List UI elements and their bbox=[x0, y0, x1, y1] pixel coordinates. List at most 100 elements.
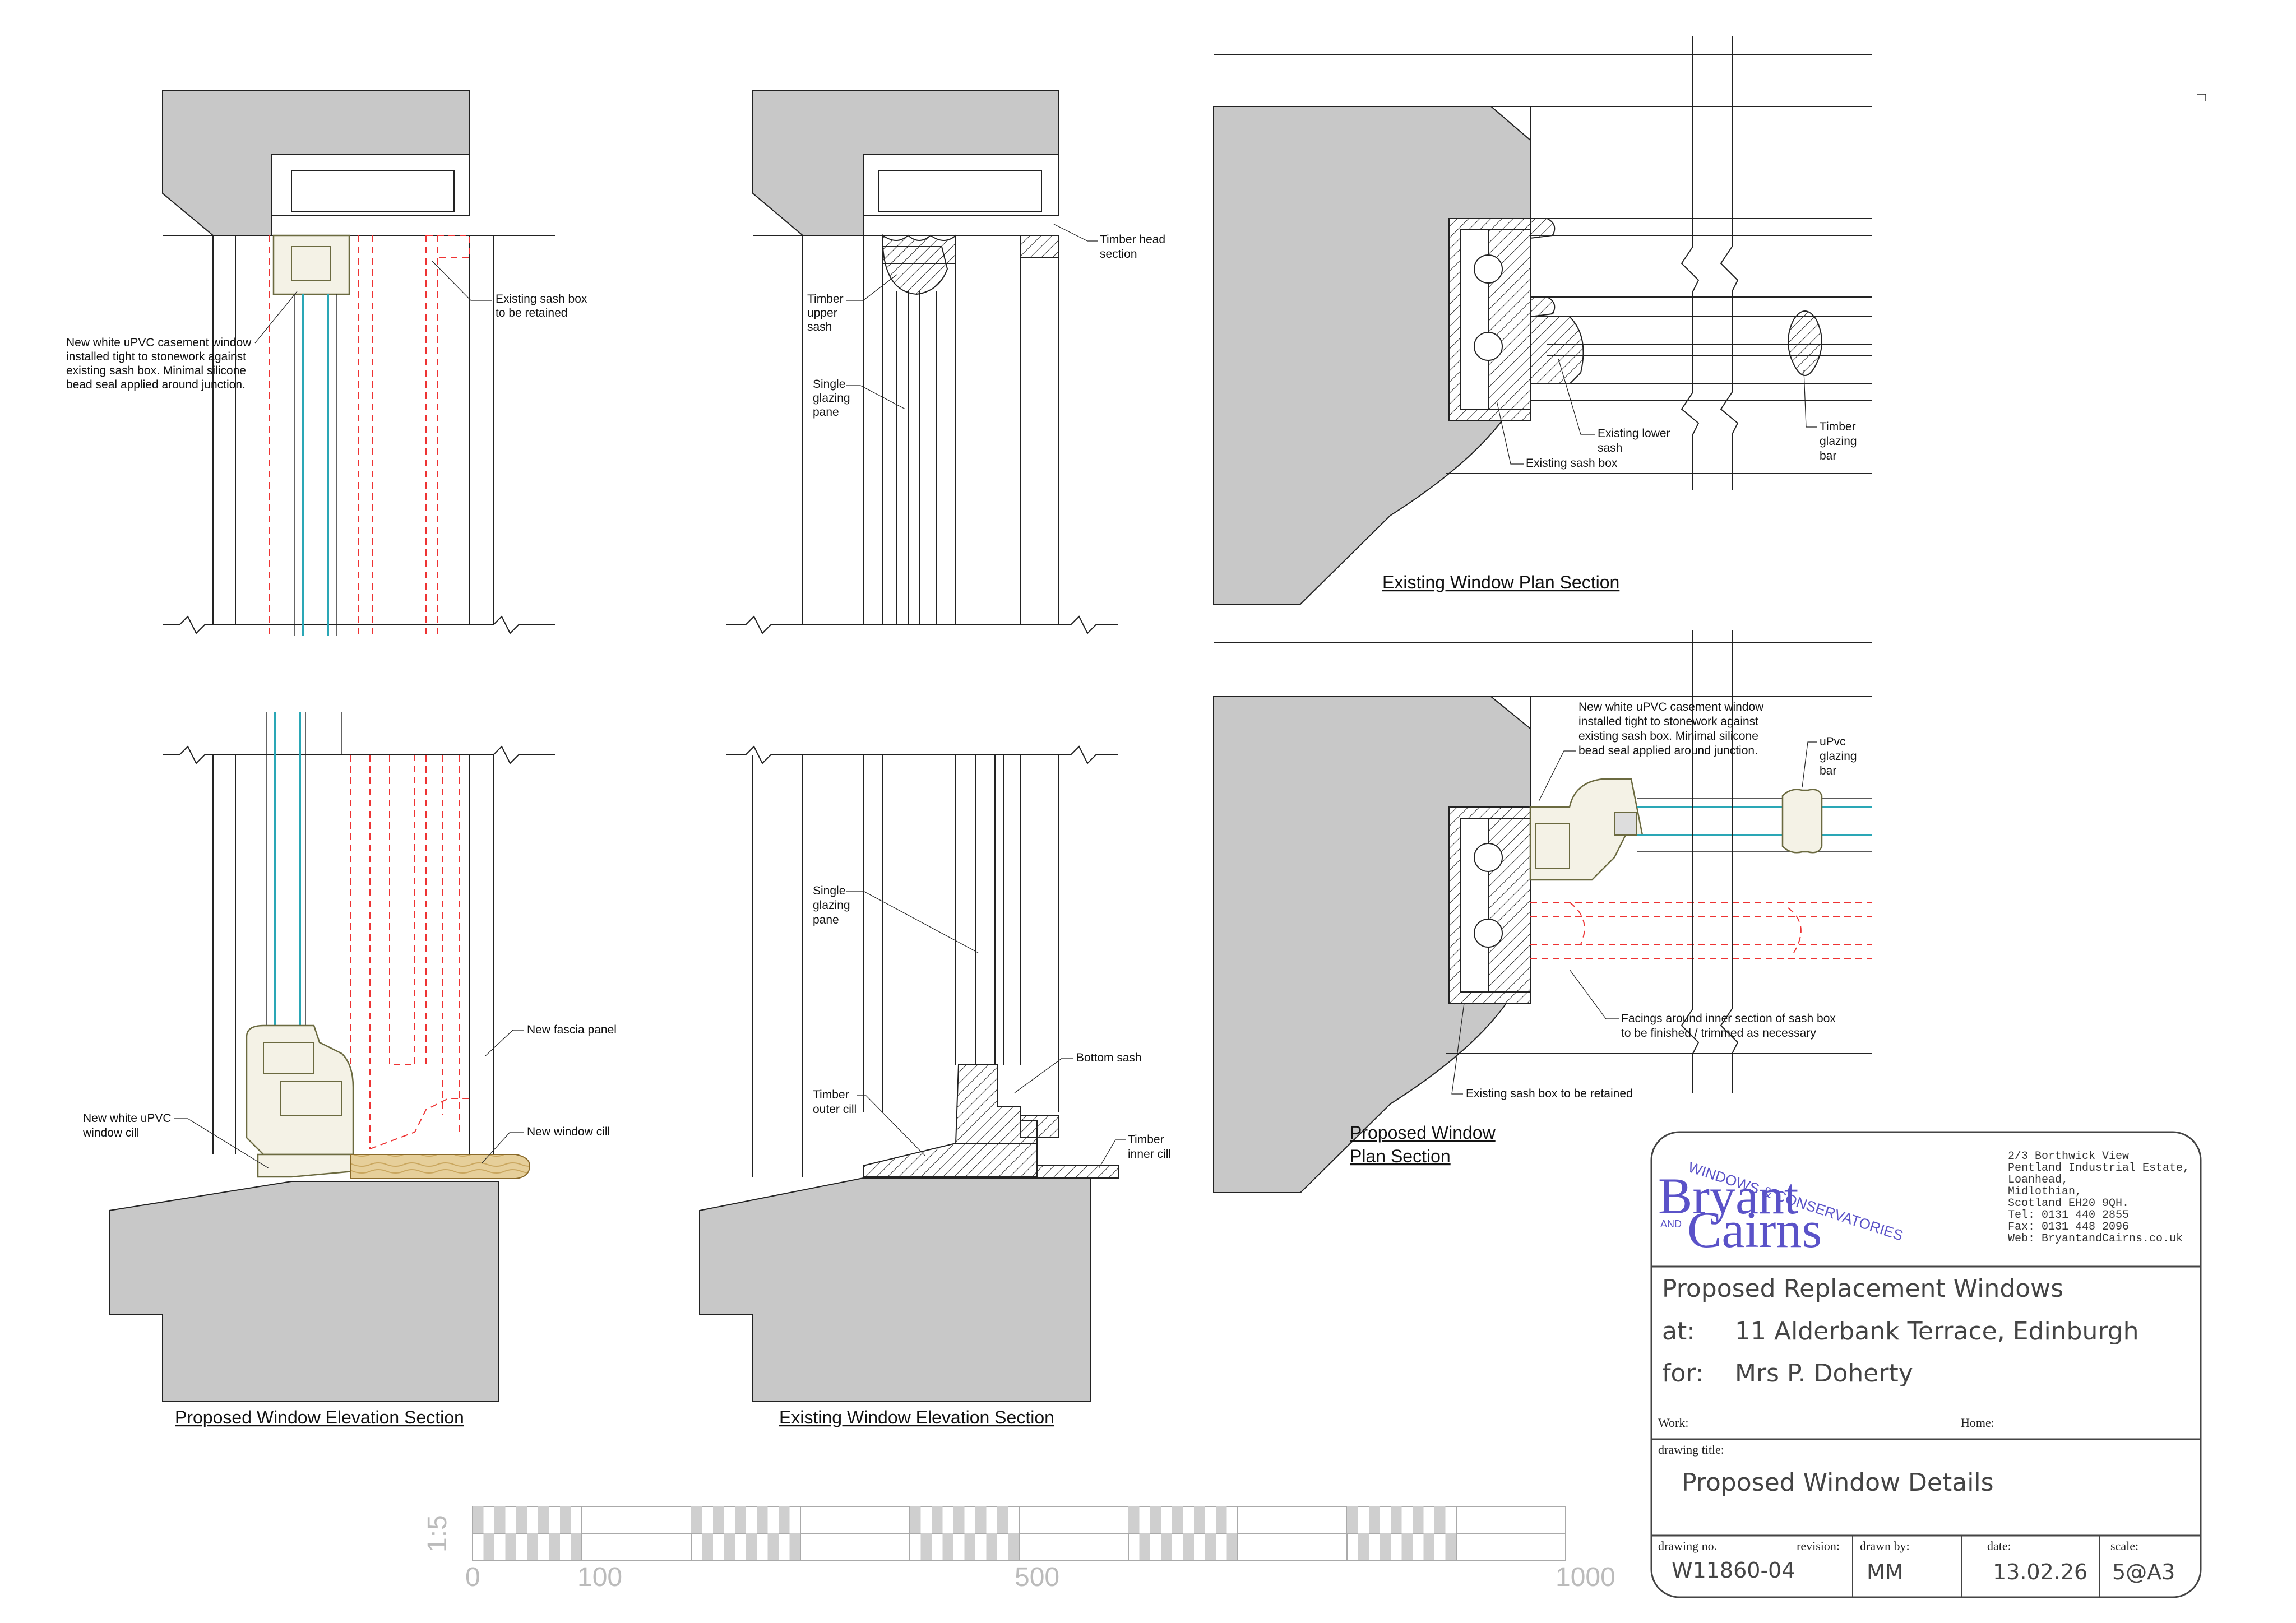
scale-bar-cells bbox=[472, 1506, 1457, 1560]
note-plan-casement-line2: installed tight to stonework against bbox=[1578, 715, 1758, 728]
drawing-date: 13.02.26 bbox=[1993, 1560, 2087, 1584]
scale-cell bbox=[1216, 1506, 1227, 1533]
note-bottom-sash: Bottom sash bbox=[1076, 1051, 1142, 1064]
drawn-by: MM bbox=[1867, 1560, 1904, 1584]
note-sashbox-line2: to be retained bbox=[496, 307, 567, 319]
scale-cell bbox=[713, 1506, 724, 1533]
address-line: Pentland Industrial Estate, bbox=[2008, 1162, 2189, 1175]
client-label: for: bbox=[1662, 1359, 1704, 1388]
note-glazing-a-line1: Single bbox=[813, 378, 845, 391]
scale-cell bbox=[779, 1506, 790, 1533]
note-plan-casement-line3: existing sash box. Minimal silicone bbox=[1578, 730, 1758, 743]
home-phone-label: Home: bbox=[1961, 1416, 1994, 1430]
timber-glazing-bar bbox=[1788, 310, 1822, 376]
scale-cell bbox=[1358, 1533, 1369, 1560]
view-title-proposed-plan-line1: Proposed Window bbox=[1350, 1123, 1496, 1143]
upvc-glazing-bar bbox=[1781, 789, 1823, 854]
scale-cell bbox=[1194, 1506, 1205, 1533]
note-inner-cill-line2: inner cill bbox=[1128, 1148, 1171, 1161]
scale-label-500: 500 bbox=[1015, 1562, 1059, 1592]
note-outer-cill-line1: Timber bbox=[813, 1088, 849, 1101]
address-line: Midlothian, bbox=[2008, 1185, 2082, 1198]
scale-label-100: 100 bbox=[577, 1562, 622, 1592]
scale-bar: 1:5 0 100 500 1000 bbox=[423, 1506, 1615, 1592]
scale-cell bbox=[1139, 1533, 1150, 1560]
timber-outer-cill bbox=[863, 1143, 1038, 1177]
revision-label: revision: bbox=[1797, 1539, 1840, 1553]
note-inner-cill-line1: Timber bbox=[1128, 1133, 1164, 1146]
note-upper-sash-line2: upper bbox=[807, 307, 837, 319]
proposed-plan-section bbox=[1213, 630, 1872, 1193]
scale-cell bbox=[1128, 1506, 1140, 1533]
client-name: Mrs P. Doherty bbox=[1735, 1359, 1913, 1388]
scale-cell bbox=[910, 1506, 921, 1533]
scale-cell bbox=[702, 1533, 713, 1560]
scale-cell bbox=[757, 1506, 768, 1533]
project-title: Proposed Replacement Windows bbox=[1662, 1274, 2063, 1303]
note-fascia: New fascia panel bbox=[527, 1023, 617, 1036]
existing-plan-notes: Existing lower sash Existing sash box Ti… bbox=[1382, 358, 1857, 592]
scale-cell bbox=[1172, 1506, 1183, 1533]
scale-cell bbox=[1205, 1533, 1216, 1560]
scale-cell bbox=[691, 1506, 702, 1533]
scale-cell bbox=[1380, 1533, 1391, 1560]
note-glazing-b-line1: Single bbox=[813, 884, 845, 897]
scale-cell bbox=[975, 1506, 987, 1533]
note-upvc-cill-line1: New white uPVC bbox=[83, 1112, 172, 1125]
note-plan-sash-box-retained: Existing sash box to be retained bbox=[1466, 1087, 1633, 1100]
stone-cill-and-wall bbox=[109, 1181, 499, 1402]
address-line: Loanhead, bbox=[2008, 1174, 2068, 1186]
scale-cell bbox=[767, 1533, 779, 1560]
scale-cell bbox=[964, 1533, 975, 1560]
scale-cell bbox=[1369, 1506, 1380, 1533]
upvc-window-cill bbox=[257, 1153, 354, 1178]
drawing-scale: 5@A3 bbox=[2112, 1560, 2175, 1584]
existing-lower-sash bbox=[1530, 316, 1584, 384]
title-block: WINDOWS & CONSERVATORIES Bryant AND Cair… bbox=[1650, 1131, 2202, 1598]
scale-cell bbox=[1161, 1533, 1172, 1560]
drawing-no-label: drawing no. bbox=[1658, 1539, 1717, 1553]
scale-cell bbox=[473, 1506, 484, 1533]
scale-cell bbox=[953, 1506, 965, 1533]
drawing-number: W11860-04 bbox=[1672, 1558, 1795, 1583]
proposed-elevation-section-lower bbox=[109, 712, 555, 1402]
note-upvc-bar-line3: bar bbox=[1820, 764, 1836, 777]
note-glazing-b-line2: glazing bbox=[813, 899, 850, 912]
logo-and: AND bbox=[1660, 1218, 1682, 1230]
note-casement-line1: New white uPVC casement window bbox=[66, 336, 252, 349]
scale-cell bbox=[1008, 1533, 1019, 1560]
scale-cell bbox=[1445, 1533, 1456, 1560]
scale-cell bbox=[505, 1533, 516, 1560]
note-plan-casement-line1: New white uPVC casement window bbox=[1578, 701, 1764, 713]
note-timber-bar-line2: glazing bbox=[1820, 435, 1857, 448]
proposed-elevation-notes-bottom: New fascia panel New white uPVC window c… bbox=[82, 1023, 617, 1427]
scale-cell bbox=[1413, 1506, 1424, 1533]
scale-cell bbox=[1226, 1533, 1238, 1560]
scale-cell bbox=[932, 1506, 943, 1533]
upvc-casement-plan-profile bbox=[1529, 778, 1644, 881]
note-timber-bar-line1: Timber bbox=[1820, 420, 1856, 433]
note-existing-lower-sash-line1: Existing lower bbox=[1598, 427, 1670, 440]
scale-cell bbox=[527, 1533, 538, 1560]
scale-cell bbox=[1347, 1506, 1358, 1533]
scale-cell bbox=[997, 1506, 1008, 1533]
note-upper-sash-line1: Timber bbox=[807, 293, 844, 305]
proposed-elevation-notes-top: New white uPVC casement window installed… bbox=[66, 260, 587, 391]
note-sashbox-line1: Existing sash box bbox=[496, 293, 587, 305]
work-phone-label: Work: bbox=[1658, 1416, 1688, 1430]
upvc-casement-bottom-profile bbox=[246, 1024, 354, 1156]
scale-cell bbox=[494, 1506, 506, 1533]
address-line: Fax: 0131 448 2096 bbox=[2008, 1221, 2129, 1234]
note-casement-line3: existing sash box. Minimal silicone bbox=[66, 364, 246, 377]
note-facings-line2: to be finished / trimmed as necessary bbox=[1621, 1027, 1816, 1040]
existing-elevation-section bbox=[726, 90, 1118, 634]
note-upvc-bar-line1: uPvc bbox=[1820, 735, 1846, 748]
note-plan-casement-line4: bead seal applied around junction. bbox=[1578, 744, 1758, 757]
scale-cell bbox=[483, 1533, 494, 1560]
view-title-existing-elevation: Existing Window Elevation Section bbox=[779, 1407, 1054, 1427]
scale-ratio: 1:5 bbox=[423, 1515, 452, 1552]
existing-elevation-notes-top: Timber head section Timber upper sash Si… bbox=[807, 224, 1165, 419]
note-outer-cill-line2: outer cill bbox=[813, 1103, 857, 1116]
site-address: 11 Alderbank Terrace, Edinburgh bbox=[1735, 1317, 2139, 1346]
scale-cell bbox=[724, 1533, 735, 1560]
